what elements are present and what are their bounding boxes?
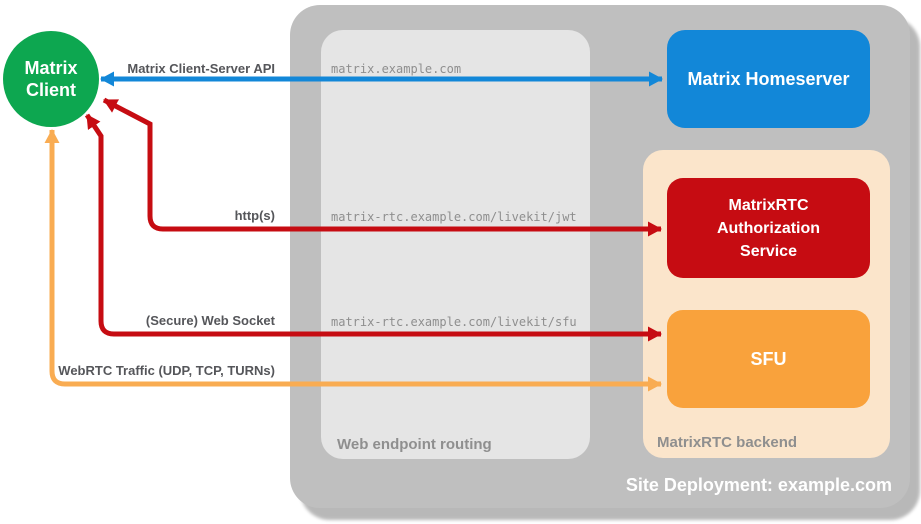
https-label: http(s) [234, 208, 275, 223]
matrixrtc-authorization-service-label: MatrixRTC Authorization Service [716, 196, 821, 260]
sfu-label: SFU [750, 348, 787, 369]
client-server-api-label: Matrix Client-Server API [127, 61, 275, 76]
matrixrtc-backend-caption: MatrixRTC backend [657, 434, 798, 451]
web-socket-label: (Secure) Web Socket [145, 313, 275, 328]
sfu-node: SFU [667, 310, 870, 408]
matrixrtc-authorization-service-node: MatrixRTC Authorization Service [667, 178, 870, 278]
web-endpoint-routing-zone [321, 30, 590, 459]
web-endpoint-routing-caption: Web endpoint routing [337, 436, 492, 453]
endpoint-url-livekit-sfu: matrix-rtc.example.com/livekit/sfu [331, 315, 577, 329]
matrix-client-node: Matrix Client [3, 31, 99, 127]
matrix-client-label: Matrix Client [24, 58, 78, 100]
matrix-homeserver-node: Matrix Homeserver [667, 30, 870, 128]
endpoint-url-livekit-jwt: matrix-rtc.example.com/livekit/jwt [331, 210, 577, 224]
endpoint-url-homeserver: matrix.example.com [331, 62, 462, 76]
webrtc-traffic-label: WebRTC Traffic (UDP, TCP, TURNs) [58, 363, 275, 378]
matrix-homeserver-label: Matrix Homeserver [687, 68, 850, 89]
